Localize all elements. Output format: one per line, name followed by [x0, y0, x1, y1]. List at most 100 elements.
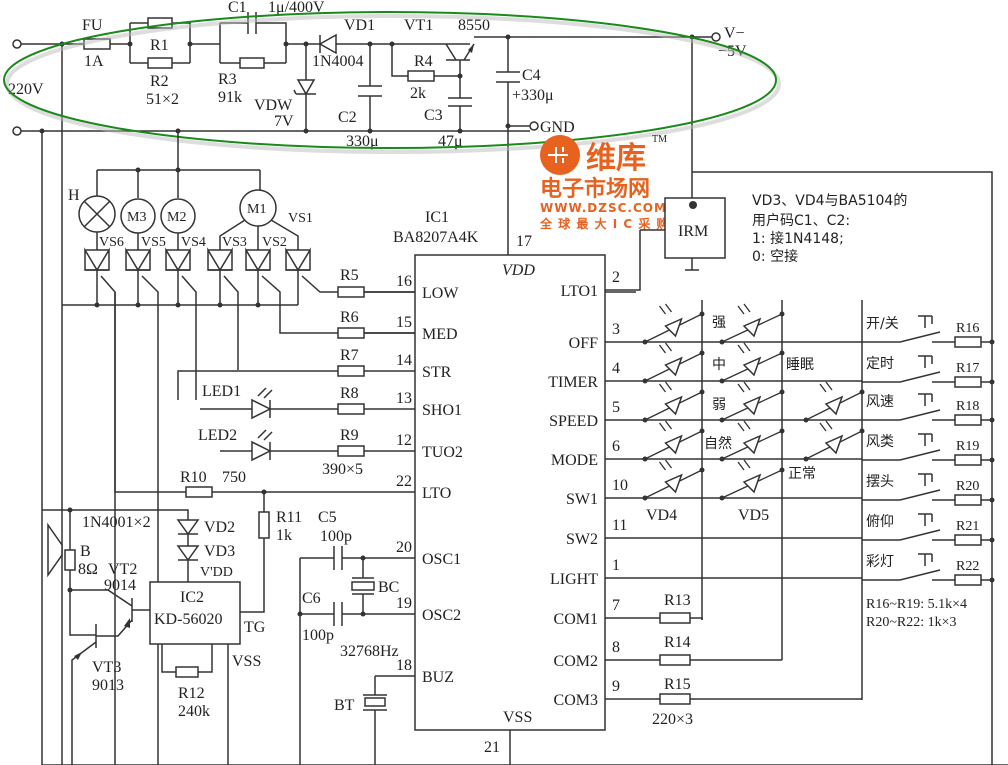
resistor-r18: [954, 414, 982, 426]
triac-vs1: VS1: [288, 211, 313, 226]
r6-label: R6: [340, 309, 359, 326]
matrix-led: [719, 381, 785, 423]
ic1-pin-num: 18: [396, 657, 412, 674]
ic2-part: KD-56020: [154, 611, 222, 628]
led1-label: LED1: [202, 383, 241, 400]
led2-label: LED2: [198, 427, 237, 444]
ic1-pin-num: 7: [612, 597, 620, 614]
matrix-led: [719, 303, 785, 345]
vdw-value: 7V: [274, 113, 294, 130]
ic1-pin-label: LOW: [422, 285, 459, 302]
key-resistor-label: R18: [956, 399, 979, 414]
led2: [251, 440, 272, 462]
resistor-r8: [337, 403, 365, 415]
diode-vd2: [176, 519, 200, 536]
ic1-pin-label: LTO: [422, 485, 451, 502]
matrix-led: [642, 459, 705, 501]
c2-name: C2: [338, 109, 357, 126]
tg-label: TG: [244, 619, 266, 636]
triac-vs2: VS2: [262, 235, 287, 250]
irm-label: IRM: [678, 223, 708, 240]
ic1-body: [414, 254, 606, 731]
vdw-name: VDW: [254, 97, 293, 114]
r1-label: R1: [150, 37, 169, 54]
mode-label-strong: 强: [712, 315, 726, 331]
ic1-pin-label: COM3: [554, 692, 598, 709]
gnd-label: GND: [540, 119, 575, 136]
ic1-pin-num: 5: [612, 399, 620, 416]
r7-label: R7: [340, 347, 359, 364]
ic1-pin-num: 12: [396, 432, 412, 449]
com-resistor-value: 220×3: [652, 711, 693, 728]
ic2-name: IC2: [180, 589, 204, 606]
resistor-r14: [659, 654, 691, 666]
resistor-r9: [337, 445, 365, 457]
ic1-pin-num: 1: [612, 557, 620, 574]
ic2-vss-label: VSS: [232, 653, 261, 670]
ac-voltage-label: 220V: [8, 81, 44, 98]
r9-label: R9: [340, 427, 359, 444]
resistor-r2: [147, 57, 173, 69]
ic1-pin-label: TUO2: [422, 444, 463, 461]
r5-label: R5: [340, 267, 359, 284]
ic1-pin-num: 16: [396, 273, 412, 290]
ic1-pin-num: 8: [612, 639, 620, 656]
triac-vs3: VS3: [222, 235, 247, 250]
key-resistor-label: R20: [956, 479, 979, 494]
note-line-3: 1: 接1N4148;: [752, 230, 844, 247]
ac-terminal-bottom: [12, 126, 22, 136]
r12-value: 240k: [178, 703, 210, 720]
load-section: H M3 M2 M1 VS6 VS5 VS4 VS3 VS2 VS1: [62, 128, 636, 765]
triacs: [84, 247, 636, 765]
resistor-r13: [659, 612, 691, 624]
fuse-name: FU: [82, 17, 103, 34]
oscillator: C5 100p C6 100p BC 32768Hz BT: [42, 509, 1008, 765]
ic1-pin-label: LTO1: [561, 283, 598, 300]
ic1-pin-label: SW1: [566, 491, 598, 508]
ic1: IC1 BA8207A4K 17 VDD VSS 21 16LOW15MED14…: [393, 209, 862, 765]
note-line-1: VD3、VD4与BA5104的: [752, 193, 907, 209]
vt2-name: VT2: [108, 561, 137, 578]
c4-value: +330μ: [512, 87, 554, 104]
resistor-r22: [954, 574, 982, 586]
r3-value: 91k: [218, 89, 242, 106]
vt1-value: 8550: [458, 17, 490, 34]
watermark-url: WWW.DZSC.COM: [540, 201, 667, 215]
resistor-r16: [954, 336, 982, 348]
resistor-r7: [337, 365, 365, 377]
resistor-r4: [407, 70, 435, 82]
mode-label-natural: 自然: [704, 435, 732, 452]
note-line-4: 0: 空接: [752, 248, 798, 265]
power-supply: 220V FU 1A R1 R2 51×2 C1 1μ/400V R3 91k …: [3, 0, 781, 765]
triac-vs6: VS6: [99, 235, 124, 250]
vss-label: VSS: [503, 709, 532, 726]
vout-terminal: [711, 32, 721, 42]
resistor-r3: [239, 57, 265, 69]
matrix-led: [642, 342, 705, 384]
r2-label: R2: [150, 73, 169, 90]
highlight-ellipse: [3, 11, 777, 149]
speaker-value: 8Ω: [78, 561, 98, 578]
ic1-pin-label: COM2: [554, 653, 598, 670]
led-matrix: 强 中 弱 自然 睡眠 正常 VD4 VD5: [642, 300, 865, 700]
r2-value: 51×2: [146, 91, 179, 108]
r4-value: 2k: [410, 85, 426, 102]
r10-name: R10: [180, 469, 207, 486]
c1-value: 1μ/400V: [268, 0, 325, 16]
ac-terminal-top: [12, 39, 22, 49]
watermark-sub: 电子市场网: [540, 176, 650, 202]
ic1-pin-label: MODE: [551, 452, 598, 469]
ic1-pin-label: OSC1: [422, 551, 461, 568]
matrix-led: [719, 342, 785, 384]
buzzer-bt: [364, 697, 386, 707]
motor-m1-label: M1: [247, 202, 266, 217]
ic1-pin-label: LIGHT: [550, 571, 598, 588]
